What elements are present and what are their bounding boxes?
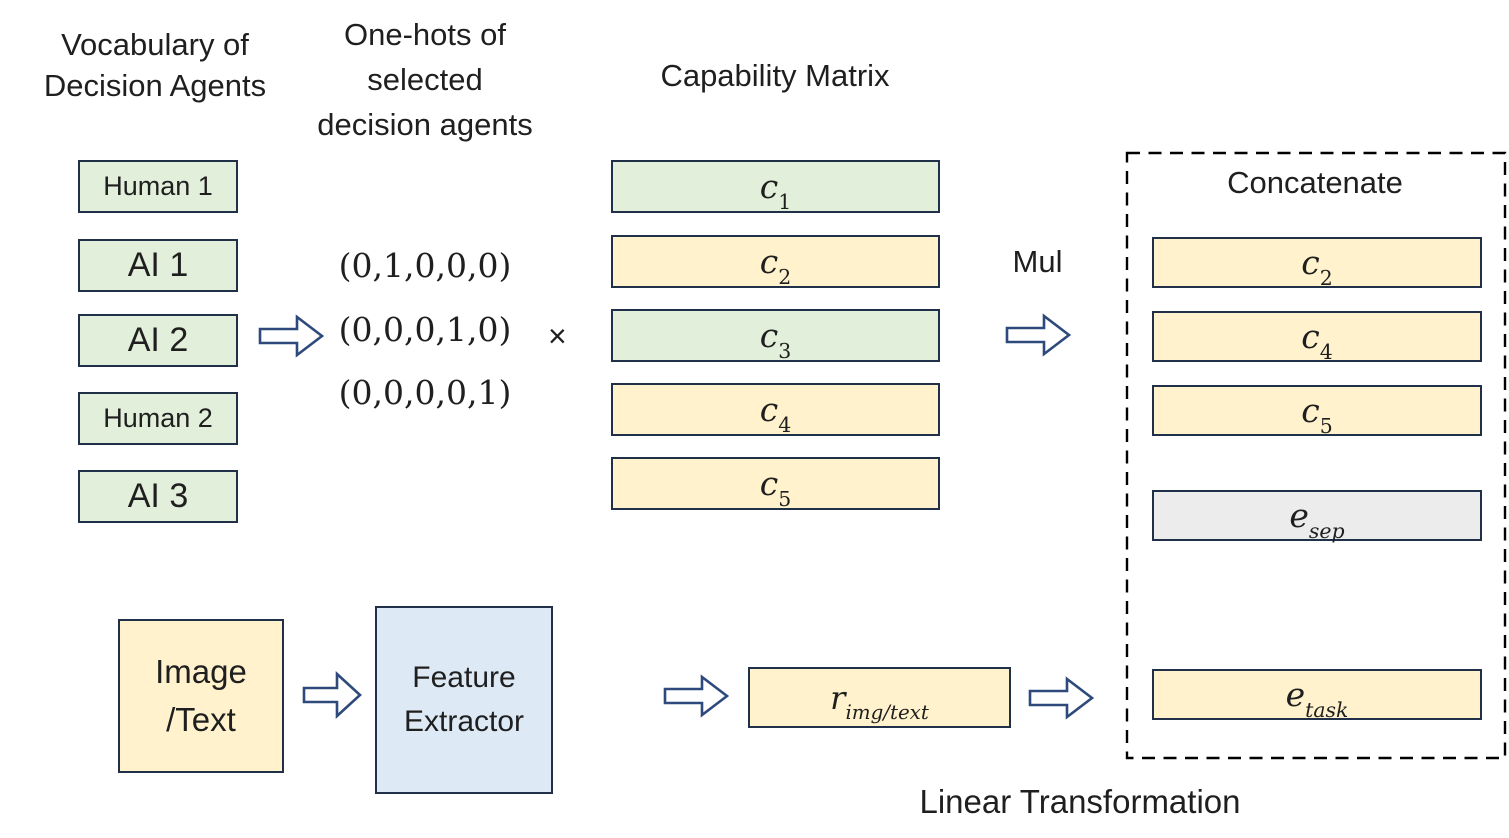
agent-box-human2: Human 2 [78, 392, 238, 445]
agent-label: AI 2 [127, 321, 189, 359]
capability-row-c3: c3 [611, 309, 940, 362]
capability-matrix-header: Capability Matrix [660, 58, 890, 93]
one-hot-vector-1: (0,1,0,0,0) [338, 246, 512, 285]
sep-embedding-box: esep [1152, 490, 1482, 541]
agent-box-ai2: AI 2 [78, 314, 238, 367]
representation-box: rimg/text [748, 667, 1011, 728]
concatenate-dashed-border [1125, 151, 1507, 760]
one-hots-header-line1: One-hots of [344, 17, 506, 52]
capability-row-label: c4 [759, 390, 792, 438]
image-text-input-box: Image /Text [118, 619, 284, 773]
right-arrow-icon [1028, 676, 1095, 720]
right-arrow-icon [663, 674, 730, 718]
agent-label: AI 1 [127, 246, 189, 284]
mul-label: Mul [1012, 244, 1063, 279]
capability-row-c5: c5 [611, 457, 940, 510]
linear-transformation-label: Linear Transformation [919, 783, 1241, 820]
sep-embedding-label: esep [1289, 496, 1345, 544]
vocabulary-header: Vocabulary of Decision Agents [15, 24, 295, 106]
agent-label: AI 3 [127, 477, 189, 515]
vocabulary-header-line2: Decision Agents [43, 68, 267, 103]
right-arrow-icon [258, 314, 325, 358]
agent-label: Human 2 [103, 403, 213, 433]
image-text-label: Image /Text [155, 653, 247, 738]
one-hots-header-line3: decision agents [317, 107, 533, 142]
one-hot-vector-3: (0,0,0,0,1) [338, 373, 512, 412]
one-hots-header: One-hots of selected decision agents [305, 12, 545, 147]
capability-row-label: c5 [759, 464, 792, 512]
capability-row-c1: c1 [611, 160, 940, 213]
agent-box-human1: Human 1 [78, 160, 238, 213]
vocabulary-header-line1: Vocabulary of [61, 27, 249, 62]
agent-box-ai3: AI 3 [78, 470, 238, 523]
capability-row-c4: c4 [611, 383, 940, 436]
feature-extractor-label: Feature Extractor [403, 661, 525, 738]
concat-row-label: c4 [1301, 317, 1333, 365]
capability-row-label: c3 [759, 316, 792, 364]
multiply-symbol: × [548, 318, 567, 354]
agent-label: Human 1 [103, 171, 213, 201]
concat-row-label: c5 [1301, 391, 1333, 439]
concat-row-c5: c5 [1152, 385, 1482, 436]
feature-extractor-box: Feature Extractor [375, 606, 553, 794]
concat-row-c2: c2 [1152, 237, 1482, 288]
concat-row-label: c2 [1301, 243, 1333, 291]
right-arrow-icon [302, 671, 362, 719]
agent-box-ai1: AI 1 [78, 239, 238, 292]
concat-row-c4: c4 [1152, 311, 1482, 362]
capability-row-c2: c2 [611, 235, 940, 288]
capability-row-label: c2 [759, 242, 792, 290]
task-embedding-box: etask [1152, 669, 1482, 720]
capability-row-label: c1 [759, 167, 792, 215]
representation-label: rimg/text [830, 678, 929, 725]
one-hot-vector-2: (0,0,0,1,0) [338, 310, 512, 349]
task-embedding-label: etask [1285, 675, 1349, 723]
concatenate-title: Concatenate [1227, 165, 1403, 200]
right-arrow-icon [1005, 313, 1072, 357]
one-hots-header-line2: selected [367, 62, 483, 97]
